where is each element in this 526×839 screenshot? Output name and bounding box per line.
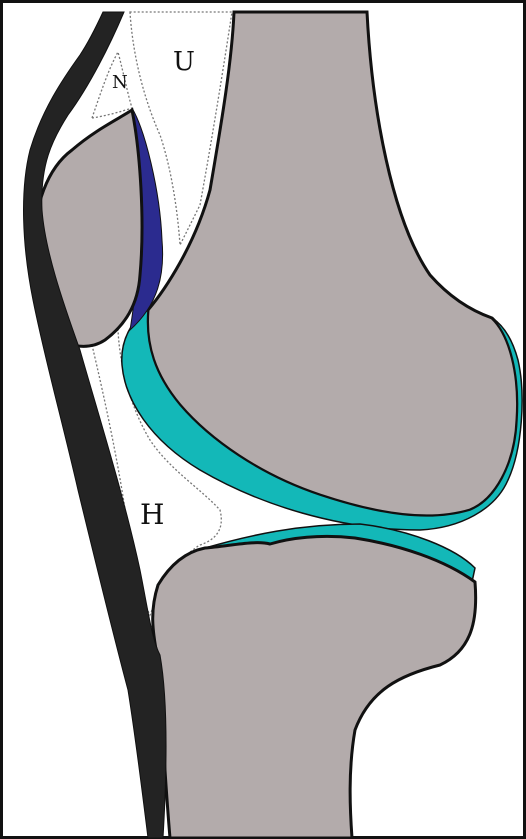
label-n: N: [112, 72, 128, 93]
tibia-bone: [153, 536, 476, 838]
label-h: H: [140, 498, 164, 531]
label-u: U: [173, 47, 195, 77]
